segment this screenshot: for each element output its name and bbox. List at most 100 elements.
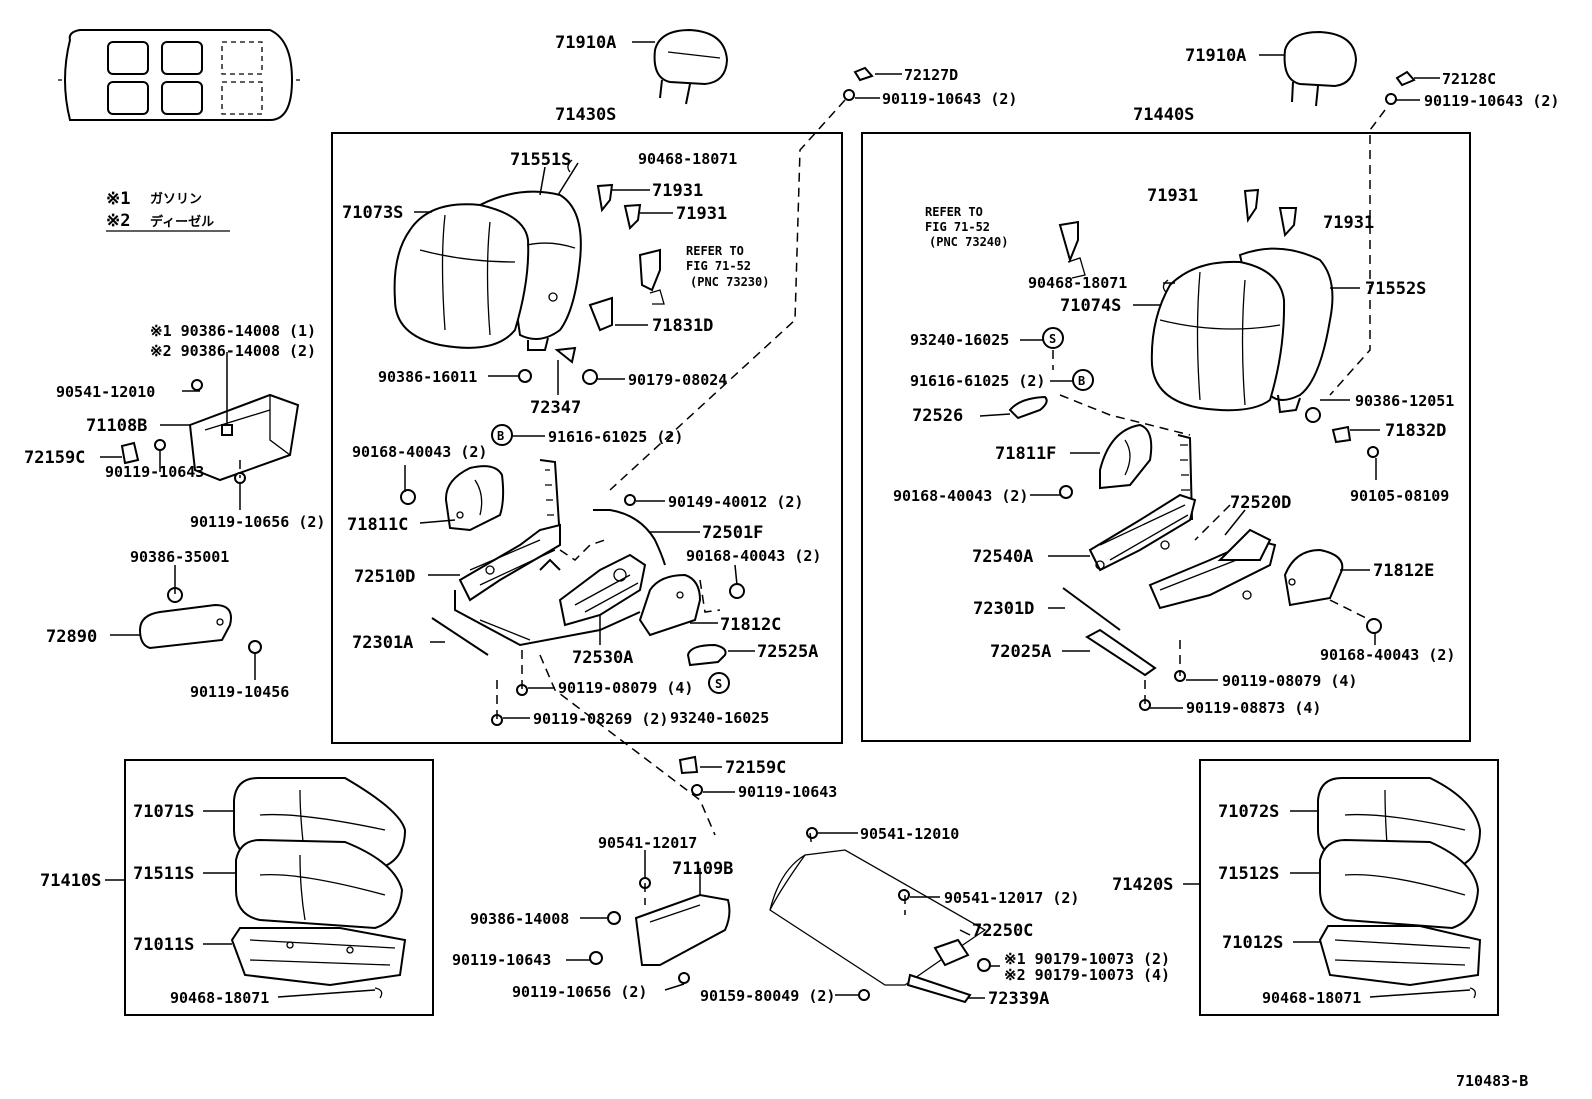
label-72159c-a: 72159C: [24, 448, 85, 468]
label-72250c: 72250C: [972, 921, 1033, 941]
label-91616-61025-2a: 91616-61025 (2): [548, 428, 683, 446]
label-71910a-left: 71910A: [555, 33, 616, 53]
seatback-right: [1150, 247, 1334, 414]
label-72526: 72526: [912, 406, 963, 426]
label-71511s: 71511S: [133, 864, 194, 884]
label-90468-18071-d: 90468-18071: [1262, 989, 1361, 1007]
label-71832d: 71832D: [1385, 421, 1446, 441]
refer-a-line3: (PNC 73230): [690, 275, 769, 289]
label-90468-18071-b: 90468-18071: [1028, 274, 1127, 292]
label-71931-a: 71931: [652, 181, 703, 201]
legend: ※1 ガソリン ※2 ディーゼル: [106, 189, 230, 232]
fasteners: [154, 66, 1416, 1001]
label-71011s: 71011S: [133, 935, 194, 955]
label-90386-12051: 90386-12051: [1355, 392, 1454, 410]
headrest-left: [653, 28, 729, 105]
side-cover-71811c: [444, 465, 505, 532]
label-72159c-b: 72159C: [725, 758, 786, 778]
label-72301d: 72301D: [973, 599, 1034, 619]
label-71812e: 71812E: [1373, 561, 1434, 581]
label-90179-08024: 90179-08024: [628, 371, 727, 389]
label-90119-10643-2b: 90119-10643 (2): [1424, 92, 1559, 110]
marker-b-left: B: [491, 424, 513, 446]
side-cover-71811f: [1099, 423, 1153, 490]
label-90541-12010-a: 90541-12010: [56, 383, 155, 401]
seat-track-left: [454, 459, 647, 647]
refer-b-line2: FIG 71-52: [925, 220, 990, 234]
label-71931-b: 71931: [676, 204, 727, 224]
label-71931-d: 71931: [1323, 213, 1374, 233]
label-71108b: 71108B: [86, 416, 147, 436]
label-71811f: 71811F: [995, 444, 1056, 464]
box-71420s: [1199, 759, 1499, 1016]
label-90119-10656-2a: 90119-10656 (2): [190, 513, 325, 531]
svg-text:S: S: [1049, 332, 1056, 346]
box-71440s: [861, 132, 1471, 742]
box-71410s: [124, 759, 434, 1016]
label-72540a: 72540A: [972, 547, 1033, 567]
label-90119-10643-b: 90119-10643: [738, 783, 837, 801]
label-90541-12010-b: 90541-12010: [860, 825, 959, 843]
label-90386-35001: 90386-35001: [130, 548, 229, 566]
svg-text:S: S: [715, 677, 722, 691]
legend-mark-2: ※2: [106, 211, 130, 231]
label-72530a: 72530A: [572, 648, 633, 668]
figure-number: 710483-B: [1456, 1072, 1528, 1090]
label-72127d: 72127D: [904, 66, 958, 84]
label-72890: 72890: [46, 627, 97, 647]
lever-knob-72526: [1008, 395, 1048, 420]
clip-72159c-left: [120, 441, 140, 465]
label-71811c: 71811C: [347, 515, 408, 535]
label-90119-10456: 90119-10456: [190, 683, 289, 701]
label-90105-08109: 90105-08109: [1350, 487, 1449, 505]
marker-s-right: S: [1042, 327, 1064, 349]
seat-cushion-right: [1317, 777, 1482, 987]
label-72301a: 72301A: [352, 633, 413, 653]
label-90468-18071-c: 90468-18071: [170, 989, 269, 1007]
label-71071s: 71071S: [133, 802, 194, 822]
label-71430s: 71430S: [555, 105, 616, 125]
leader-lines: [100, 41, 1476, 999]
label-90386-16011: 90386-16011: [378, 368, 477, 386]
label-71551s: 71551S: [510, 150, 571, 170]
label-71072s: 71072S: [1218, 802, 1279, 822]
label-90119-10643-a: 90119-10643: [105, 463, 204, 481]
label-90168-40043-2c: 90168-40043 (2): [893, 487, 1028, 505]
seat-track-right: [1088, 434, 1277, 610]
seat-cushion-left: [230, 777, 407, 987]
seatback-left: [393, 190, 582, 351]
cable-72501f: [593, 509, 666, 566]
marker-s-left: S: [708, 672, 730, 694]
label-71812c: 71812C: [720, 615, 781, 635]
label-72025a: 72025A: [990, 642, 1051, 662]
dashed-assembly-lines: [174, 99, 1386, 915]
headrest-right: [1283, 30, 1358, 107]
label-90119-10643-2a: 90119-10643 (2): [882, 90, 1017, 108]
box-71430s: [331, 132, 843, 744]
label-71931-c: 71931: [1147, 186, 1198, 206]
label-72339a: 72339A: [988, 989, 1049, 1009]
label-90119-08873-4: 90119-08873 (4): [1186, 699, 1321, 717]
label-71512s: 71512S: [1218, 864, 1279, 884]
svg-text:B: B: [497, 429, 504, 443]
refer-a-line2: FIG 71-52: [686, 259, 751, 273]
label-90386-14008: 90386-14008: [470, 910, 569, 928]
side-cover-71812e: [1283, 548, 1344, 607]
refer-b-line1: REFER TO: [925, 205, 983, 219]
label-90149-40012-2: 90149-40012 (2): [668, 493, 803, 511]
label-72525a: 72525A: [757, 642, 818, 662]
rod-72301a: [431, 617, 489, 656]
marker-b-right: B: [1072, 369, 1094, 391]
label-90179-10073-2: ※1 90179-10073 (2): [1004, 950, 1170, 968]
label-91616-61025-2b: 91616-61025 (2): [910, 372, 1045, 390]
refer-b-line3: (PNC 73240): [929, 235, 1008, 249]
label-90179-10073-4: ※2 90179-10073 (4): [1004, 966, 1170, 984]
label-90541-12017-2: 90541-12017 (2): [944, 889, 1079, 907]
label-71440s: 71440S: [1133, 105, 1194, 125]
rail-72025a: [1085, 628, 1157, 677]
label-90119-08079-4b: 90119-08079 (4): [1222, 672, 1357, 690]
label-90119-10643-c: 90119-10643: [452, 951, 551, 969]
legend-text-gasoline: ガソリン: [150, 192, 202, 207]
refer-a-line1: REFER TO: [686, 244, 744, 258]
